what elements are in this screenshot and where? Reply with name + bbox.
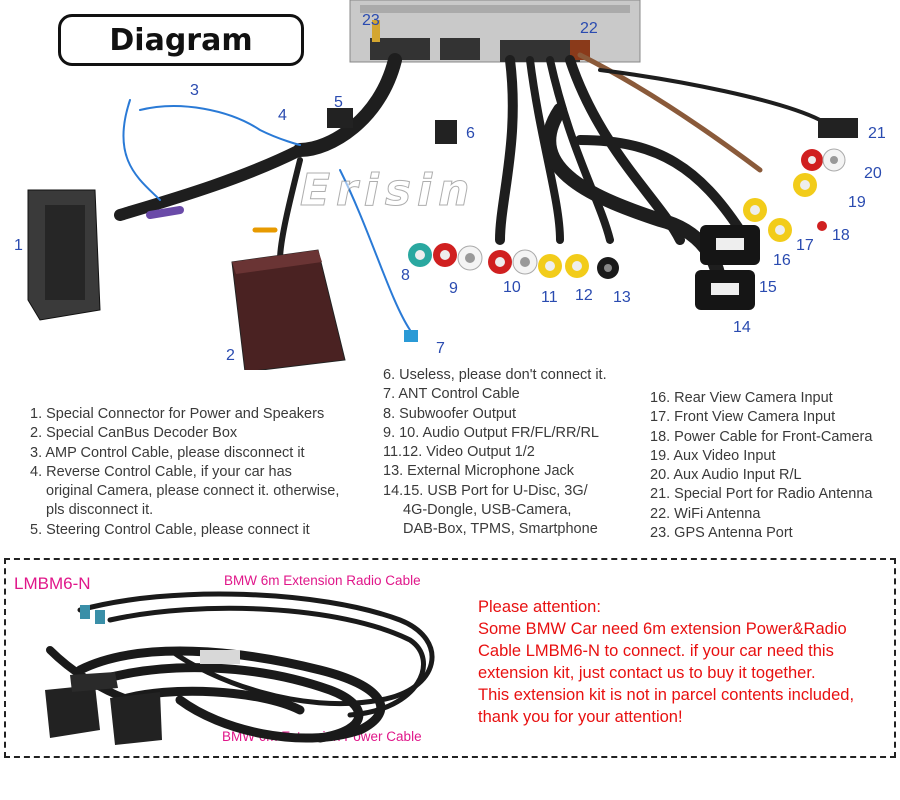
useless-connector <box>435 120 457 144</box>
radio-antenna-port <box>818 118 858 138</box>
legend-item: 4. Reverse Control Cable, if your car ha… <box>30 463 292 480</box>
legend-item: 2. Special CanBus Decoder Box <box>30 425 238 442</box>
notice-line: Some BMW Car need 6m extension Power&Rad… <box>478 620 847 638</box>
callout-23: 23 <box>362 12 380 29</box>
notice-line: thank you for your attention! <box>478 708 683 726</box>
callout-3: 3 <box>190 82 199 99</box>
usb-ports <box>695 225 760 310</box>
callout-19: 19 <box>848 194 866 211</box>
callout-16: 16 <box>773 252 791 269</box>
legend-item: 1. Special Connector for Power and Speak… <box>30 406 325 422</box>
callout-1: 1 <box>14 237 23 254</box>
legend-item: DAB-Box, TPMS, Smartphone <box>403 521 598 538</box>
legend-middle: 6. Useless, please don't connect it. 7. … <box>383 366 607 540</box>
head-unit <box>349 0 641 63</box>
callout-14: 14 <box>733 319 751 336</box>
rca-plugs <box>408 148 846 279</box>
legend-item: 19. Aux Video Input <box>650 447 776 464</box>
callout-10: 10 <box>503 279 521 296</box>
notice-line: Please attention: <box>478 598 601 616</box>
extension-cable-illustration <box>45 591 435 745</box>
legend-item: 16. Rear View Camera Input <box>650 390 833 406</box>
notice-line: extension kit, just contact us to buy it… <box>478 664 816 682</box>
radio-cable-label: BMW 6m Extension Radio Cable <box>224 573 421 588</box>
notice-line: This extension kit is not in parcel cont… <box>478 686 855 704</box>
legend-item: original Camera, please connect it. othe… <box>46 483 340 500</box>
callout-labels: 1 2 3 4 5 6 7 8 9 10 11 12 13 14 15 16 1… <box>14 12 886 364</box>
legend-item: 9. 10. Audio Output FR/FL/RR/RL <box>383 424 599 441</box>
legend-item: 7. ANT Control Cable <box>383 386 520 403</box>
legend-item: 17. Front View Camera Input <box>650 409 836 426</box>
legend-item: 5. Steering Control Cable, please connec… <box>30 521 310 538</box>
callout-6: 6 <box>466 125 475 142</box>
callout-13: 13 <box>613 289 631 306</box>
callout-2: 2 <box>226 347 235 364</box>
legend-left: 1. Special Connector for Power and Speak… <box>30 405 339 540</box>
diagram-title-box: Diagram <box>58 14 304 66</box>
callout-22: 22 <box>580 20 598 37</box>
steering-connector <box>327 108 353 128</box>
callout-12: 12 <box>575 287 593 304</box>
legend-item: 22. WiFi Antenna <box>650 505 761 522</box>
legend-item: 11.12. Video Output 1/2 <box>383 444 535 461</box>
notice-line: Cable LMBM6-N to connect. if your car ne… <box>478 642 834 660</box>
legend-item: pls disconnect it. <box>46 502 154 519</box>
legend-item: 8. Subwoofer Output <box>383 405 516 422</box>
callout-17: 17 <box>796 237 814 254</box>
power-speaker-connector <box>27 189 101 321</box>
legend-item: 21. Special Port for Radio Antenna <box>650 486 873 503</box>
legend-item: 3. AMP Control Cable, please disconnect … <box>30 444 305 461</box>
legend-item: 13. External Microphone Jack <box>383 463 575 480</box>
callout-11: 11 <box>541 289 558 306</box>
callout-8: 8 <box>401 267 410 284</box>
legend-item: 14.15. USB Port for U-Disc, 3G/ <box>383 482 588 499</box>
extension-model-label: LMBM6-N <box>14 574 91 593</box>
canbus-decoder-box <box>231 249 346 370</box>
legend-item: 18. Power Cable for Front-Camera <box>650 428 873 445</box>
callout-18: 18 <box>832 227 850 244</box>
wiring-illustration: 1 2 3 4 5 6 7 8 9 10 11 12 13 14 15 16 1… <box>14 0 886 370</box>
ant-control-tip <box>404 330 418 342</box>
callout-15: 15 <box>759 279 777 296</box>
callout-7: 7 <box>436 340 445 357</box>
callout-4: 4 <box>278 107 287 124</box>
callout-20: 20 <box>864 165 882 182</box>
callout-5: 5 <box>334 94 343 111</box>
legend-item: 20. Aux Audio Input R/L <box>650 467 802 484</box>
legend-right: 16. Rear View Camera Input 17. Front Vie… <box>650 389 872 543</box>
legend-item: 6. Useless, please don't connect it. <box>383 367 607 383</box>
legend-item: 4G-Dongle, USB-Camera, <box>403 502 572 519</box>
extension-kit-panel <box>4 558 896 758</box>
diagram-title: Diagram <box>109 22 253 58</box>
extension-notice: Please attention: Some BMW Car need 6m e… <box>478 596 854 728</box>
callout-21: 21 <box>868 125 886 142</box>
callout-9: 9 <box>449 280 458 297</box>
brand-watermark: Erisin <box>299 165 476 217</box>
legend-item: 23. GPS Antenna Port <box>650 525 793 542</box>
